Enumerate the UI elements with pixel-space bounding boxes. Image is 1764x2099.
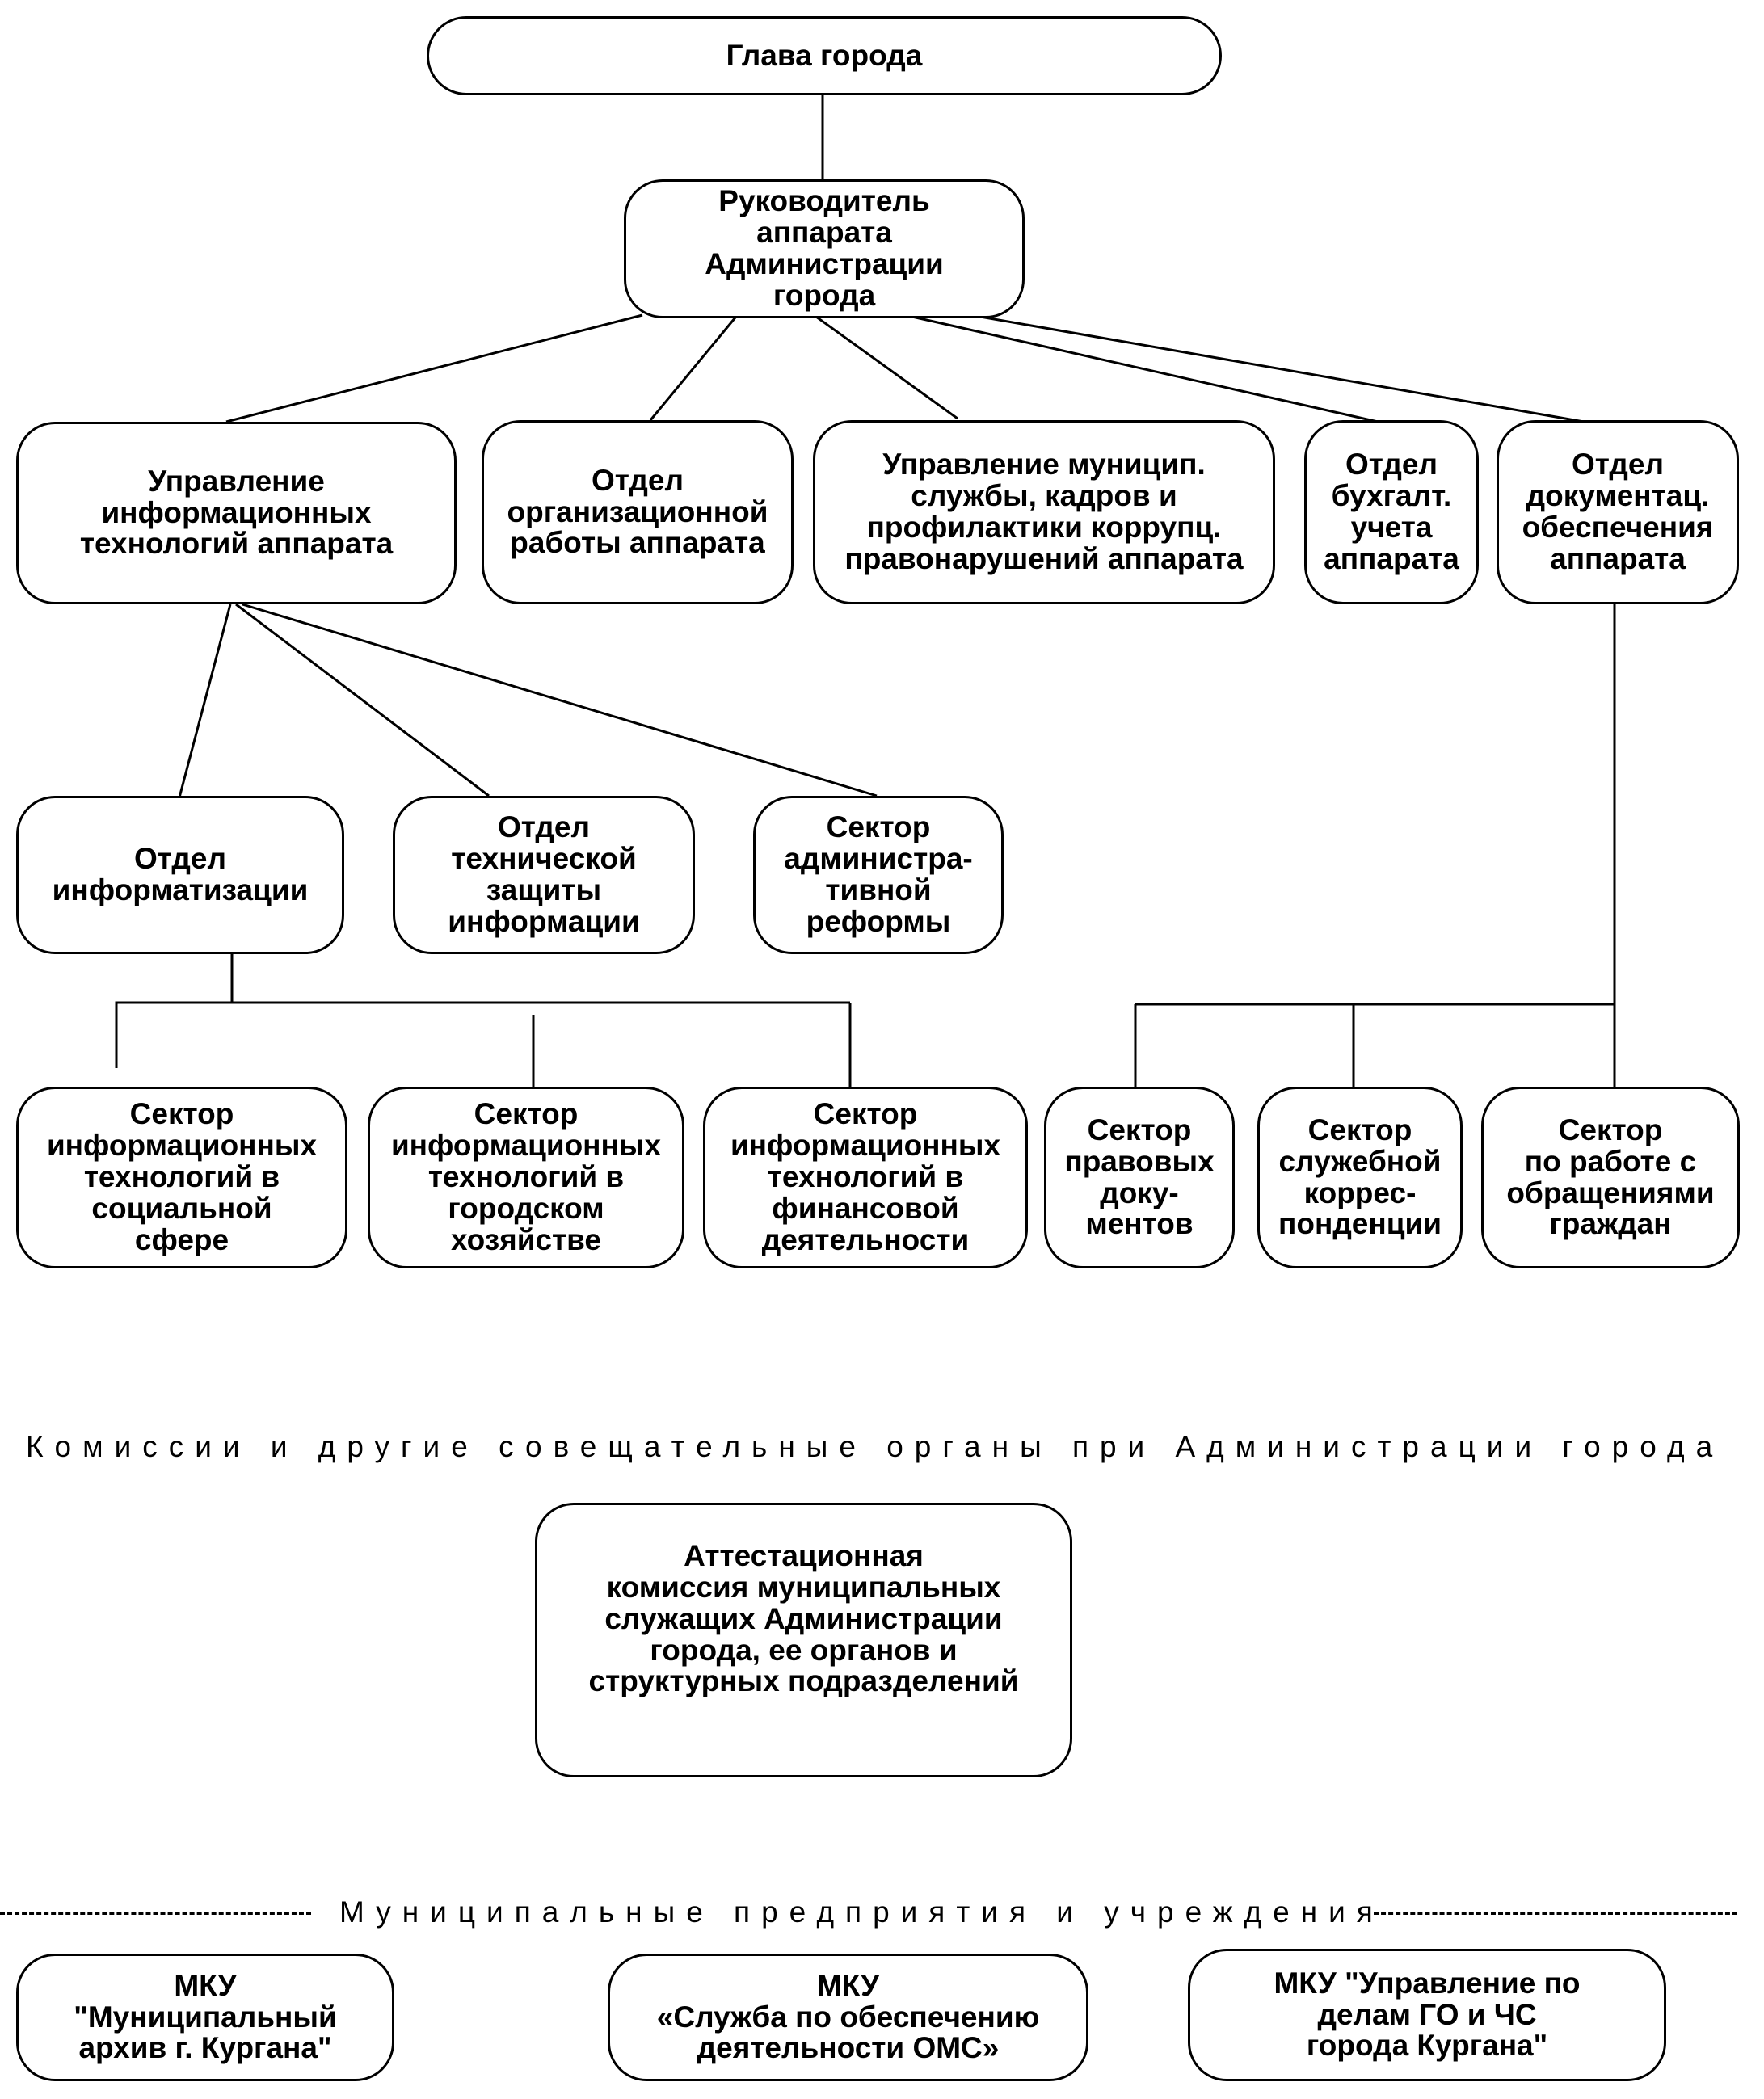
section-enterprises-title: Муниципальные предприятия и учреждения xyxy=(339,1895,1384,1929)
node-it-social: Сектор информационных технологий в социа… xyxy=(16,1087,347,1268)
node-chief-of-staff-label: Руководитель аппарата Администрации горо… xyxy=(705,184,944,312)
node-archive-label: МКУ "Муниципальный архив г. Кургана" xyxy=(74,1968,337,2065)
node-org-work-label: Отдел организационной работы аппарата xyxy=(507,463,768,560)
edge-chief-accounting xyxy=(904,313,1379,423)
node-documentation: Отдел документац. обеспечения аппарата xyxy=(1497,420,1739,604)
node-go-chs-label: МКУ "Управление по делам ГО и ЧС города … xyxy=(1274,1966,1581,2063)
node-citizens: Сектор по работе с обращениями граждан xyxy=(1481,1087,1740,1268)
node-it-department-label: Управление информационных технологий апп… xyxy=(79,464,394,561)
node-head-label: Глава города xyxy=(726,38,923,72)
node-oms-service-label: МКУ «Служба по обеспечению деятельности … xyxy=(656,1968,1040,2065)
section-commissions-title: Комиссии и другие совещательные органы п… xyxy=(26,1430,1724,1463)
node-oms-service: МКУ «Служба по обеспечению деятельности … xyxy=(608,1954,1088,2081)
node-it-department: Управление информационных технологий апп… xyxy=(16,422,457,604)
node-archive: МКУ "Муниципальный архив г. Кургана" xyxy=(16,1954,394,2081)
node-citizens-label: Сектор по работе с обращениями граждан xyxy=(1506,1113,1715,1241)
node-it-social-label: Сектор информационных технологий в социа… xyxy=(46,1097,318,1256)
node-documentation-label: Отдел документац. обеспечения аппарата xyxy=(1522,448,1714,575)
node-go-chs: МКУ "Управление по делам ГО и ЧС города … xyxy=(1188,1949,1666,2081)
edge-it-informatization xyxy=(178,604,232,798)
node-correspondence-label: Сектор служебной коррес- понденции xyxy=(1278,1113,1442,1241)
node-accounting: Отдел бухгалт. учета аппарата xyxy=(1304,420,1479,604)
node-it-urban-label: Сектор информационных технологий в город… xyxy=(390,1097,662,1256)
enterprises-divider-left xyxy=(0,1912,311,1915)
edge-it-techprotection xyxy=(235,603,490,797)
node-org-work: Отдел организационной работы аппарата xyxy=(482,420,794,604)
edge-chief-civil xyxy=(815,315,958,420)
node-accounting-label: Отдел бухгалт. учета аппарата xyxy=(1324,448,1459,575)
node-it-finance-label: Сектор информационных технологий в финан… xyxy=(730,1097,1001,1256)
node-attestation: Аттестационная комиссия муниципальных сл… xyxy=(535,1503,1072,1777)
edge-chief-documentation xyxy=(961,312,1585,423)
node-chief-of-staff: Руководитель аппарата Администрации горо… xyxy=(624,179,1025,318)
node-informatization-label: Отдел информатизации xyxy=(52,842,309,906)
node-legal-docs-label: Сектор правовых доку- ментов xyxy=(1064,1113,1215,1241)
node-civil-service-label: Управление муницип. службы, кадров и про… xyxy=(844,448,1244,575)
node-head: Глава города xyxy=(427,16,1222,95)
node-it-urban: Сектор информационных технологий в город… xyxy=(368,1087,684,1268)
node-tech-protection-label: Отдел технической защиты информации xyxy=(448,810,640,938)
node-legal-docs: Сектор правовых доку- ментов xyxy=(1044,1087,1235,1268)
node-admin-reform-label: Сектор администра- тивной реформы xyxy=(784,810,973,938)
node-informatization: Отдел информатизации xyxy=(16,796,344,954)
node-tech-protection: Отдел технической защиты информации xyxy=(393,796,695,954)
node-attestation-label: Аттестационная комиссия муниципальных сл… xyxy=(588,1539,1019,1698)
node-admin-reform: Сектор администра- тивной реформы xyxy=(753,796,1004,954)
edge-chief-it xyxy=(225,313,643,423)
node-correspondence: Сектор служебной коррес- понденции xyxy=(1257,1087,1463,1268)
node-civil-service: Управление муницип. службы, кадров и про… xyxy=(813,420,1275,604)
edge-informatization-sectors xyxy=(115,953,234,1068)
enterprises-divider-right xyxy=(1374,1912,1737,1915)
node-it-finance: Сектор информационных технологий в финан… xyxy=(703,1087,1028,1268)
edge-it-adminreform xyxy=(242,603,878,797)
edge-chief-org xyxy=(649,317,737,421)
